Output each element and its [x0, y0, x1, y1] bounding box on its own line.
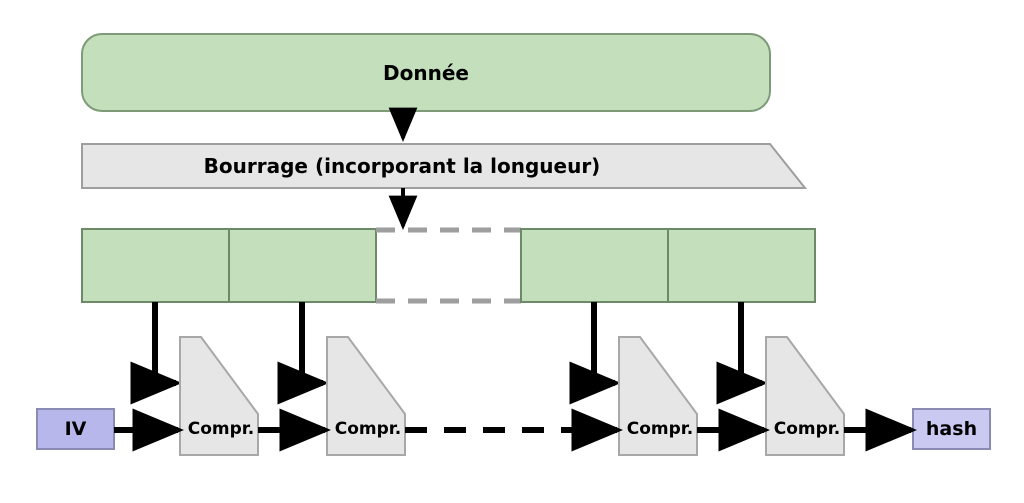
- feed-line-block-3: [569, 302, 622, 405]
- padding-box: [81, 143, 808, 189]
- message-block-1: [81, 228, 230, 303]
- compressor-shape-3: [618, 336, 698, 456]
- feed-line-block-4: [716, 302, 769, 405]
- message-block-3: [520, 228, 669, 303]
- hash-box: [912, 408, 991, 450]
- feed-line-block-1: [130, 302, 183, 405]
- compressor-shape-4: [765, 336, 845, 456]
- data-box: [81, 33, 771, 112]
- feed-line-block-2: [277, 302, 330, 405]
- message-block-2: [228, 228, 377, 303]
- message-block-4: [667, 228, 816, 303]
- iv-box: [36, 408, 115, 450]
- compressor-shape-1: [179, 336, 259, 456]
- compressor-shape-2: [326, 336, 406, 456]
